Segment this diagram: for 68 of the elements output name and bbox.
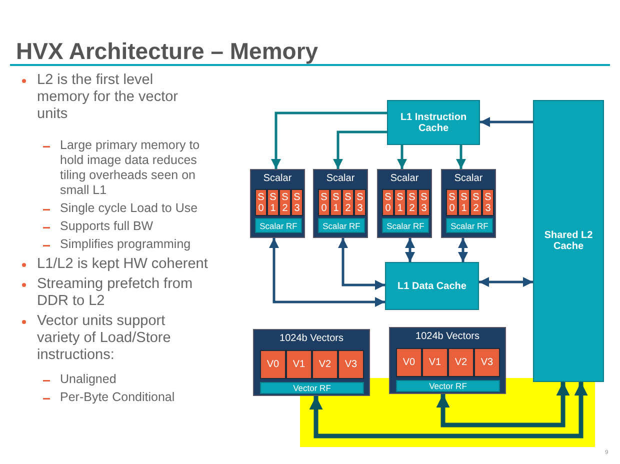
register-slot: S 1	[267, 189, 279, 216]
unit-title: Scalar	[325, 173, 356, 184]
arrow	[271, 112, 387, 169]
cache-block: L1 Data Cache	[385, 262, 479, 310]
register-slot: V1	[422, 348, 448, 377]
register-slot: S 1	[330, 189, 342, 216]
unit-panel	[389, 327, 506, 394]
unit-panel	[377, 169, 432, 238]
unit-panel	[250, 169, 305, 238]
bullet-text: Simplifies programming	[60, 237, 192, 252]
arrow	[269, 238, 385, 307]
cache-block: L1 Instruction Cache	[387, 100, 480, 145]
bullet-text: Large primary memory to hold image data reduces tiling overheads seen on small L1	[60, 138, 201, 198]
register-slot: S 2	[279, 189, 291, 216]
register-slot: V0	[260, 350, 286, 379]
arrow	[456, 145, 466, 169]
bullet-text: Per-Byte Conditional	[60, 390, 176, 405]
arrow	[479, 277, 533, 287]
register-slot: S 3	[418, 189, 430, 216]
register-file-bar: Scalar RF	[318, 218, 365, 233]
register-file-bar: Vector RF	[260, 382, 364, 394]
arrow	[480, 117, 533, 127]
unit-title: 1024b Vectors	[278, 333, 344, 344]
bullet-text: Vector units support variety of Load/Store instructions:	[37, 313, 172, 364]
register-slot: S 0	[446, 189, 458, 216]
register-slot: V2	[312, 350, 338, 379]
register-slot: S 3	[291, 189, 303, 216]
arrow	[436, 382, 570, 428]
bullet-text: Supports full BW	[60, 219, 154, 234]
register-slot: S 2	[406, 189, 418, 216]
unit-panel	[441, 169, 496, 238]
unit-title: Scalar	[389, 173, 420, 184]
register-slot: S 3	[482, 189, 494, 216]
register-file-bar: Scalar RF	[255, 218, 302, 233]
register-slot: S 1	[458, 189, 470, 216]
arrow	[397, 145, 407, 169]
register-slot: V3	[338, 350, 364, 379]
unit-panel	[253, 329, 370, 396]
arrow	[333, 130, 387, 169]
bullet-text: Unaligned	[60, 372, 118, 387]
register-slot: V3	[474, 348, 500, 377]
arrow	[405, 238, 415, 262]
bullet-text: Streaming prefetch from DDR to L2	[37, 276, 194, 310]
register-slot: S 2	[342, 189, 354, 216]
unit-title: Scalar	[262, 173, 293, 184]
arrow	[458, 238, 468, 262]
register-file-bar: Scalar RF	[446, 218, 493, 233]
register-slot: S 0	[382, 189, 394, 216]
register-slot: S 0	[255, 189, 267, 216]
register-file-bar: Scalar RF	[382, 218, 429, 233]
cache-block: Shared L2 Cache	[533, 100, 604, 382]
unit-panel	[313, 169, 368, 238]
bullet-text: Single cycle Load to Use	[60, 201, 199, 216]
bullet-text: L2 is the first level memory for the vector units	[37, 72, 180, 123]
unit-title: Scalar	[453, 173, 484, 184]
slide-title: HVX Architecture – Memory	[16, 38, 318, 65]
register-slot: V2	[448, 348, 474, 377]
register-slot: V0	[396, 348, 422, 377]
register-slot: S 1	[394, 189, 406, 216]
bullet-text: L1/L2 is kept HW coherent	[37, 256, 209, 273]
arrow	[309, 382, 588, 438]
register-slot: S 2	[470, 189, 482, 216]
register-slot: S 3	[354, 189, 366, 216]
unit-title: 1024b Vectors	[414, 331, 480, 342]
register-slot: V1	[286, 350, 312, 379]
register-slot: S 0	[318, 189, 330, 216]
arrow	[338, 238, 385, 290]
register-file-bar: Vector RF	[396, 380, 500, 392]
